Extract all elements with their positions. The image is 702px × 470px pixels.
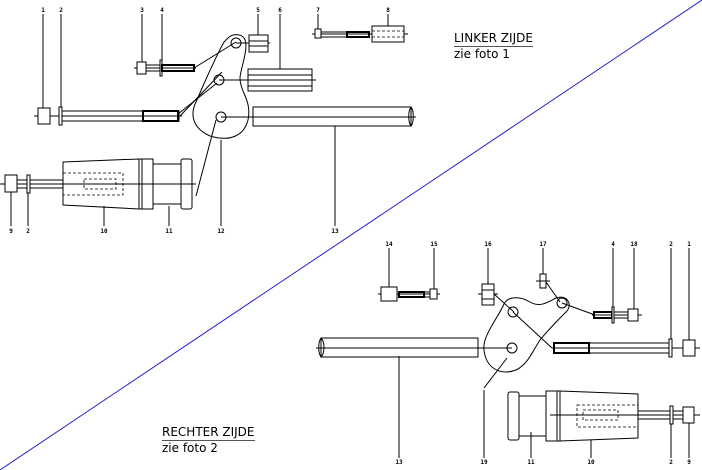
part-label: 1 [687,241,691,248]
washer-part-2-lower [26,174,31,194]
part-label: 1 [41,7,45,14]
left-side-subtitle: zie foto 1 [454,47,510,61]
part-label: 12 [217,228,225,235]
bushing-part-5 [248,34,269,53]
cone-part-10-right [559,390,639,442]
cap-part-11-right [518,395,547,437]
part-label: 11 [165,228,173,235]
part-label: 2 [669,241,673,248]
part-label: 8 [386,7,390,14]
bolt-head-part-1-right [682,339,696,357]
part-label: 10 [587,459,595,466]
rod-part-13-right [320,337,479,358]
part-label: 2 [669,459,673,466]
bolt-head-part-3 [136,61,147,75]
nut-part-9-right [682,406,695,424]
part-label: 17 [539,241,547,248]
nut-part-9 [4,174,18,193]
part-label: 15 [430,241,438,248]
rod-part-13 [252,106,412,127]
part-label: 13 [331,228,339,235]
right-side-title: RECHTER ZIJDE [162,425,255,441]
washer-part-2-right-lower [669,405,674,425]
right-side-caption: RECHTER ZIJDE zie foto 2 [162,425,255,455]
part-label: 9 [687,459,691,466]
part-label: 5 [256,7,260,14]
part-label: 16 [484,241,492,248]
screw-head-part-7 [314,28,322,39]
right-side-subtitle: zie foto 2 [162,441,218,455]
bracket-part-19 [483,296,570,373]
part-label: 18 [630,241,638,248]
part-label: 2 [59,7,63,14]
left-side-caption: LINKER ZIJDE zie foto 1 [454,31,533,61]
bracket-part-12 [192,34,250,139]
part-label: 13 [395,459,403,466]
part-label: 19 [480,459,488,466]
part-label: 10 [100,228,108,235]
left-assembly: 1 2 3 4 5 6 7 8 9 2 10 11 12 13 [0,7,416,235]
part-label: 6 [278,7,282,14]
right-assembly: 14 15 16 17 4 18 2 1 13 19 11 10 2 9 [316,241,700,466]
screw-head-part-15 [429,288,438,300]
washer-part-2-right [668,338,673,358]
sleeve-part-8 [371,25,405,43]
part-label: 7 [316,7,320,14]
part-label: 2 [26,228,30,235]
part-label: 4 [611,241,615,248]
part-label: 9 [9,228,13,235]
bushing-part-16 [481,283,495,306]
left-side-title: LINKER ZIJDE [454,31,533,47]
bolt-head-part-18 [627,308,639,322]
part-label: 14 [385,241,393,248]
part-label: 11 [527,459,535,466]
bolt-head-part-1 [37,107,51,125]
part-label: 4 [160,7,164,14]
sleeve-part-14 [380,286,398,302]
part-label: 3 [140,7,144,14]
